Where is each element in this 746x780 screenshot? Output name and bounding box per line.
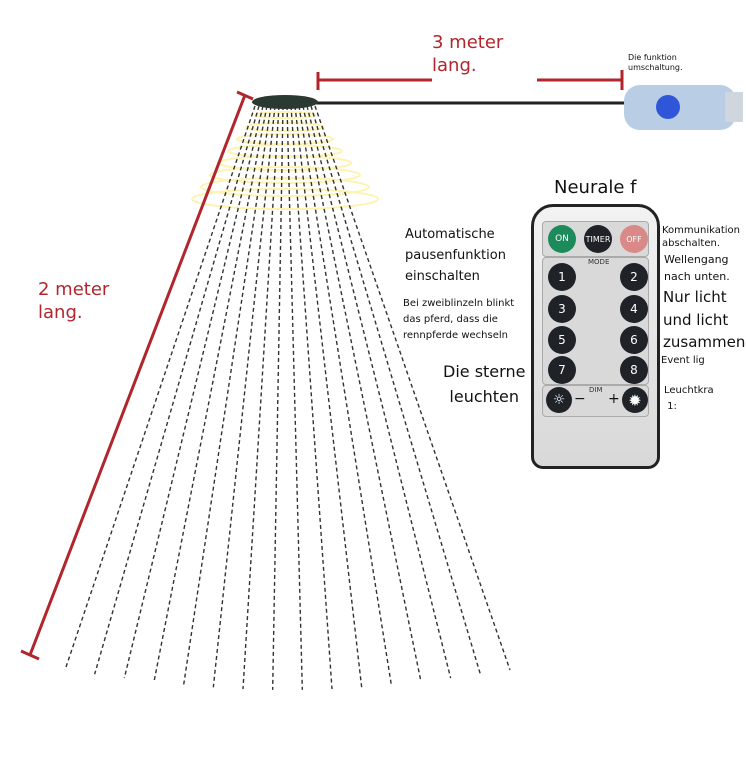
- light-string: [123, 105, 264, 679]
- plus-label: +: [608, 391, 620, 407]
- light-string: [302, 105, 422, 682]
- light-string: [242, 105, 280, 690]
- mode-label: MODE: [588, 258, 610, 266]
- mode-7-button[interactable]: 7: [548, 356, 576, 384]
- note-brightness: Leuchtkra 1:: [664, 385, 714, 412]
- light-string: [290, 105, 333, 690]
- light-string: [310, 105, 482, 675]
- led-glow-ring: [200, 177, 370, 197]
- measure-tick: [236, 90, 254, 101]
- light-string: [64, 105, 256, 671]
- dim-panel: DIM ☼ − + ✹: [542, 385, 649, 417]
- led-glow-ring: [245, 122, 325, 132]
- mode-1-button[interactable]: 1: [548, 263, 576, 291]
- on-button[interactable]: ON: [548, 225, 576, 253]
- mode-panel: MODE 1 2 3 4 5 6 7 8: [542, 257, 649, 385]
- mode-4-button[interactable]: 4: [620, 295, 648, 323]
- mode-8-button[interactable]: 8: [620, 356, 648, 384]
- mode-button-icon[interactable]: [656, 95, 680, 119]
- light-string: [314, 105, 511, 671]
- note-stars: Die sterne leuchten: [443, 362, 526, 406]
- note-event: Event lig: [661, 355, 705, 366]
- led-glow-ring: [236, 133, 334, 145]
- note-auto-pause: Automatische pausenfunktion einschalten: [405, 227, 506, 284]
- light-string: [286, 105, 304, 690]
- dim-down-button[interactable]: ☼: [546, 387, 572, 413]
- power-panel: ON TIMER OFF: [542, 221, 649, 257]
- minus-label: −: [574, 391, 586, 407]
- led-glow-ring: [191, 188, 379, 210]
- dim-label: DIM: [589, 386, 603, 394]
- led-glow-ring: [254, 111, 316, 119]
- led-glow-ring: [209, 166, 361, 184]
- side-length-label: 2 meter lang.: [38, 279, 110, 323]
- timer-button[interactable]: TIMER: [584, 225, 612, 253]
- light-string: [93, 105, 260, 675]
- measure-line-side: [28, 94, 247, 656]
- off-button[interactable]: OFF: [620, 225, 648, 253]
- dim-up-button[interactable]: ✹: [622, 387, 648, 413]
- measure-tick: [20, 649, 40, 661]
- light-string: [271, 105, 284, 690]
- remote-control: ON TIMER OFF MODE 1 2 3 4 5 6 7 8 DIM ☼ …: [531, 204, 660, 469]
- mode-6-button[interactable]: 6: [620, 326, 648, 354]
- top-length-label: 3 meter lang.: [432, 32, 504, 76]
- remote-title: Neurale f: [554, 177, 637, 198]
- controller-note: Die funktion umschaltung.: [628, 53, 683, 72]
- usb-controller: [624, 85, 743, 130]
- mode-3-button[interactable]: 3: [548, 295, 576, 323]
- note-blink: Bei zweiblinzeln blinkt das pferd, dass …: [403, 298, 515, 341]
- note-communication: Kommunikation abschalten.: [662, 225, 741, 249]
- note-light-only: Nur licht und licht zusammen: [663, 288, 746, 351]
- mode-5-button[interactable]: 5: [548, 326, 576, 354]
- note-wave: Wellengang nach unten.: [664, 253, 730, 283]
- mode-2-button[interactable]: 2: [620, 263, 648, 291]
- light-string: [306, 105, 452, 679]
- light-hub: [252, 95, 318, 109]
